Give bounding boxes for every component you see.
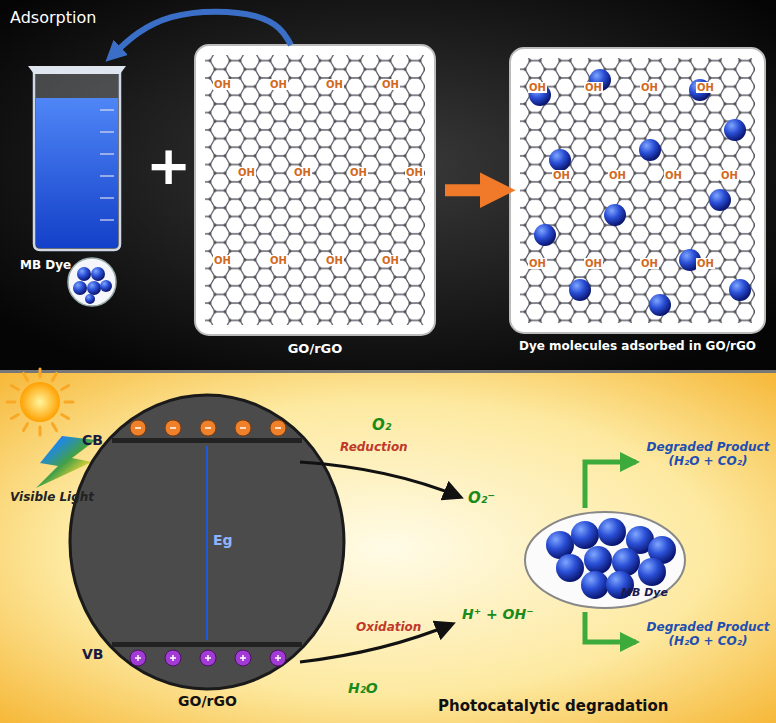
functional-group: OH: [528, 82, 547, 93]
functional-group: OH: [696, 258, 715, 269]
dish: [525, 512, 685, 608]
gap-label: Eg: [213, 532, 233, 548]
reaction-label: Oxidation: [356, 620, 421, 634]
dye-dish: MB Dye: [525, 512, 685, 608]
functional-group: OH: [696, 82, 715, 93]
light-label: Visible Light: [10, 490, 94, 504]
adsorbed-dye: [529, 69, 751, 316]
product-label: Degraded Product (H₂O + CO₂): [645, 440, 771, 468]
functional-group: OH: [269, 79, 288, 90]
node-label: Dye molecules adsorbed in GO/rGO: [519, 339, 756, 353]
functional-group: OH: [381, 255, 400, 266]
node-label: MB Dye: [621, 586, 668, 599]
functional-group: OH: [213, 79, 232, 90]
sheet-box: [195, 45, 435, 335]
bottom-panel: [0, 373, 776, 723]
functional-group: OH: [213, 255, 232, 266]
functional-group: OH: [720, 170, 739, 181]
functional-group: OH: [640, 258, 659, 269]
cb-band: [112, 438, 302, 443]
functional-group: OH: [640, 82, 659, 93]
dye-inset: [68, 258, 116, 306]
functional-group: OH: [349, 167, 368, 178]
band-label: VB: [82, 646, 104, 662]
node-label: GO/rGO: [288, 341, 343, 356]
beaker: [28, 66, 126, 250]
edge-label: Adsorption: [10, 8, 96, 27]
band-label: CB: [82, 432, 103, 448]
dye-cluster: [546, 518, 676, 599]
product-arrow: [585, 462, 636, 508]
species-label: H₂O: [348, 680, 378, 696]
functional-group: OH: [325, 79, 344, 90]
connector: [112, 12, 291, 56]
vb-band: [112, 642, 302, 647]
sheet-box: [510, 48, 765, 333]
functional-group: OH: [237, 167, 256, 178]
sun: [7, 369, 73, 435]
graphene-lattice: [205, 55, 425, 325]
sheet-box: Dye molecules adsorbed in GO/rGO: [510, 48, 765, 333]
functional-group: OH: [584, 82, 603, 93]
charge-carriers: [130, 420, 286, 666]
functional-group: OH: [269, 255, 288, 266]
divider: [0, 370, 776, 373]
graphene-lattice: [520, 58, 755, 323]
functional-group: OH: [528, 258, 547, 269]
species-label: O₂⁻: [468, 489, 495, 507]
semiconductor: [70, 395, 344, 689]
functional-group: OH: [552, 170, 571, 181]
product-label: Degraded Product (H₂O + CO₂): [645, 620, 771, 648]
species-label: H⁺ + OH⁻: [462, 606, 534, 622]
reduction-arrow: [300, 462, 460, 497]
beaker: MB Dye: [18, 60, 138, 310]
functional-group: OH: [325, 255, 344, 266]
species-label: O₂: [372, 416, 391, 434]
functional-group: OH: [584, 258, 603, 269]
connector: [445, 184, 494, 196]
plus-sign: +: [146, 134, 191, 197]
functional-group: OH: [405, 167, 424, 178]
functional-group: OH: [293, 167, 312, 178]
semiconductor-ellipse: GO/rGO: [70, 395, 345, 690]
top-panel: [0, 0, 776, 370]
node-label: MB Dye: [20, 258, 71, 272]
reaction-label: Reduction: [340, 440, 408, 454]
gap-line: [206, 446, 208, 640]
product-arrow: [585, 612, 636, 642]
functional-group: OH: [381, 79, 400, 90]
node-label: GO/rGO: [178, 693, 237, 709]
functional-group: OH: [608, 170, 627, 181]
functional-group: OH: [664, 170, 683, 181]
panel-title: Photocatalytic degradation: [438, 697, 668, 715]
